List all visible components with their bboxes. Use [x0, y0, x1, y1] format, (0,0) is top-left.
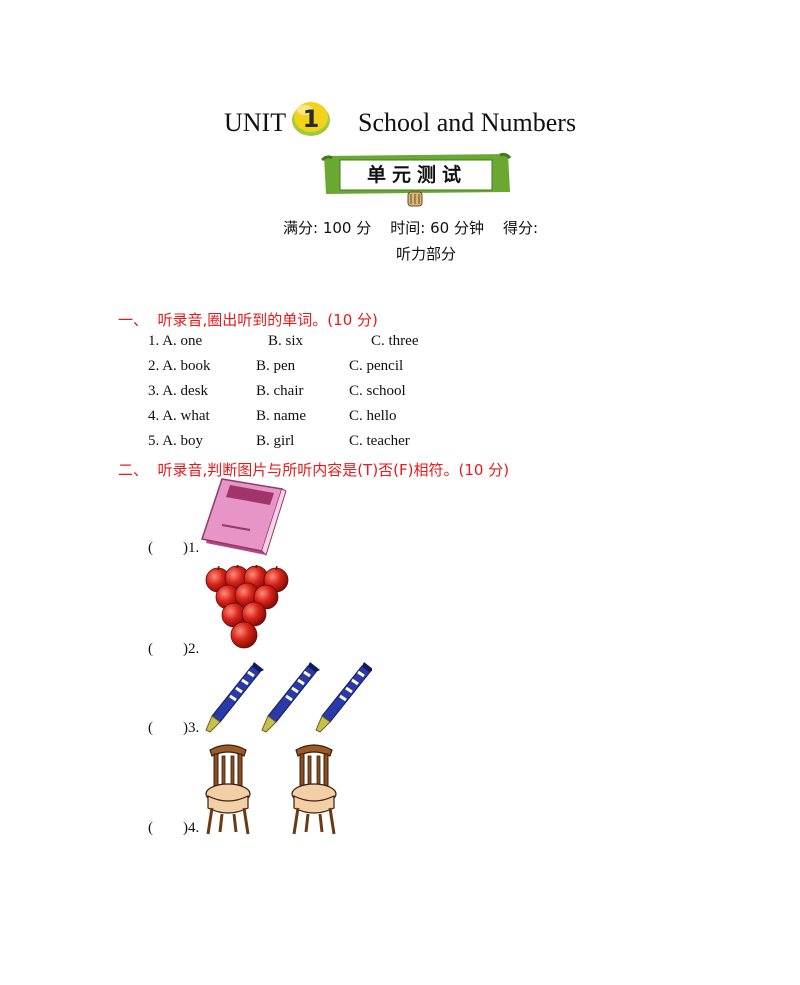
section-2-heading: 二、 听录音,判断图片与所听内容是(T)否(F)相符。(10 分) [118, 461, 510, 479]
book-icon [201, 478, 287, 556]
option-c: C. hello [349, 408, 397, 424]
unit-number-badge-icon: 1 [292, 102, 330, 136]
banner-frame-icon [321, 152, 512, 207]
judge-item-3: ( )3. [148, 720, 200, 736]
option-b: B. girl [256, 433, 295, 449]
banner-text: 单元测试 [366, 164, 467, 186]
option-c: C. school [349, 383, 406, 399]
pens-icon [205, 662, 372, 733]
judge-item-1: ( )1. [148, 540, 200, 556]
option-c: C. pencil [349, 358, 404, 374]
unit-word: UNIT [224, 108, 287, 137]
list-item: 3. A. desk [148, 383, 209, 399]
option-b: B. name [256, 408, 306, 424]
unit-test-banner: 单元测试 [320, 152, 512, 208]
list-item: 2. A. book [148, 358, 211, 374]
option-c: C. teacher [349, 433, 410, 449]
option-b: B. six [268, 333, 304, 349]
section-1-heading: 一、 听录音,圈出听到的单词。(10 分) [118, 311, 378, 329]
score-line: 满分: 100 分 时间: 60 分钟 得分: [283, 219, 539, 237]
list-item: 5. A. boy [148, 433, 204, 449]
apples-icon [205, 565, 289, 649]
list-item: 4. A. what [148, 408, 210, 424]
option-c: C. three [371, 333, 419, 349]
option-b: B. pen [256, 358, 296, 374]
unit-title: School and Numbers [358, 108, 577, 137]
unit-number: 1 [303, 105, 320, 133]
page-title: UNIT 1 School and Numbers [0, 98, 800, 148]
part-heading: 听力部分 [396, 245, 457, 263]
list-item: 1. A. one [148, 333, 203, 349]
chairs-icon [205, 744, 337, 835]
option-b: B. chair [256, 383, 304, 399]
judge-item-2: ( )2. [148, 641, 200, 657]
judge-item-4: ( )4. [148, 820, 200, 836]
